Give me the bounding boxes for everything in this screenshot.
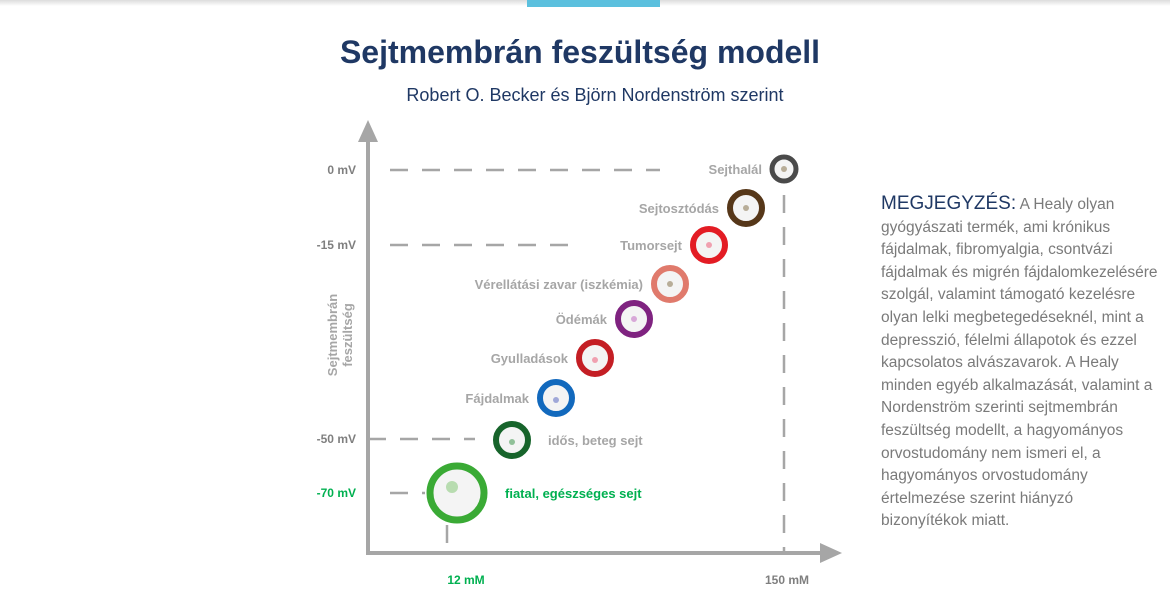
cell-state: Fájdalmak — [465, 379, 575, 417]
cell-state-label: idős, beteg sejt — [548, 433, 643, 448]
page-subtitle: Robert O. Becker és Björn Nordenström sz… — [406, 85, 784, 105]
y-tick-label: -50 mV — [317, 432, 356, 446]
cell-ring-icon — [426, 462, 488, 524]
y-axis-arrow — [358, 120, 378, 142]
cell-state-label: Fájdalmak — [465, 391, 529, 406]
cell-nucleus-icon — [706, 242, 712, 248]
cell-nucleus-icon — [667, 281, 673, 287]
cell-state-label: Sejthalál — [709, 162, 762, 177]
cell-nucleus-icon — [631, 316, 637, 322]
cell-state-label: Ödémák — [556, 312, 608, 327]
cell-state: Gyulladások — [491, 339, 614, 377]
cell-state: Tumorsejt — [620, 226, 728, 264]
note-heading: MEGJEGYZÉS: — [881, 193, 1017, 214]
cell-nucleus-icon — [553, 397, 559, 403]
cell-state: Sejthalál — [709, 154, 799, 184]
cell-state: fiatal, egészséges sejt — [426, 462, 642, 524]
note-text: A Healy olyan gyógyászati termék, ami kr… — [881, 196, 1158, 530]
cell-state: Sejtosztódás — [639, 189, 765, 227]
y-axis-label: Sejtmembrán feszültség — [325, 294, 355, 376]
y-tick-label: 0 mV — [327, 163, 356, 177]
x-tick-label: 150 mM — [765, 573, 809, 587]
cell-state-label: Gyulladások — [491, 351, 569, 366]
y-axis-label-line2: feszültség — [340, 303, 355, 367]
page-title: Sejtmembrán feszültség modell — [339, 34, 821, 70]
cell-state-label: Sejtosztódás — [639, 201, 719, 216]
y-tick-label: -15 mV — [317, 238, 356, 252]
cell-state-label: Tumorsejt — [620, 238, 683, 253]
x-axis-arrow — [820, 543, 842, 563]
cell-state-label: fiatal, egészséges sejt — [505, 486, 642, 501]
cell-state: Vérellátási zavar (iszkémia) — [475, 265, 689, 303]
cell-nucleus-icon — [446, 481, 458, 493]
note-panel: MEGJEGYZÉS: A Healy olyan gyógyászati te… — [881, 193, 1161, 533]
cell-nucleus-icon — [509, 439, 515, 445]
y-tick-label: -70 mV — [317, 486, 356, 500]
cell-state: Ödémák — [556, 300, 653, 338]
x-tick-label: 12 mM — [447, 573, 484, 587]
cell-nucleus-icon — [781, 166, 787, 172]
y-axis-label-line1: Sejtmembrán — [325, 293, 340, 377]
top-tab[interactable] — [527, 0, 660, 7]
cell-state-label: Vérellátási zavar (iszkémia) — [475, 277, 643, 292]
cell-nucleus-icon — [743, 205, 749, 211]
cell-state: idős, beteg sejt — [493, 421, 643, 459]
cell-nucleus-icon — [592, 357, 598, 363]
